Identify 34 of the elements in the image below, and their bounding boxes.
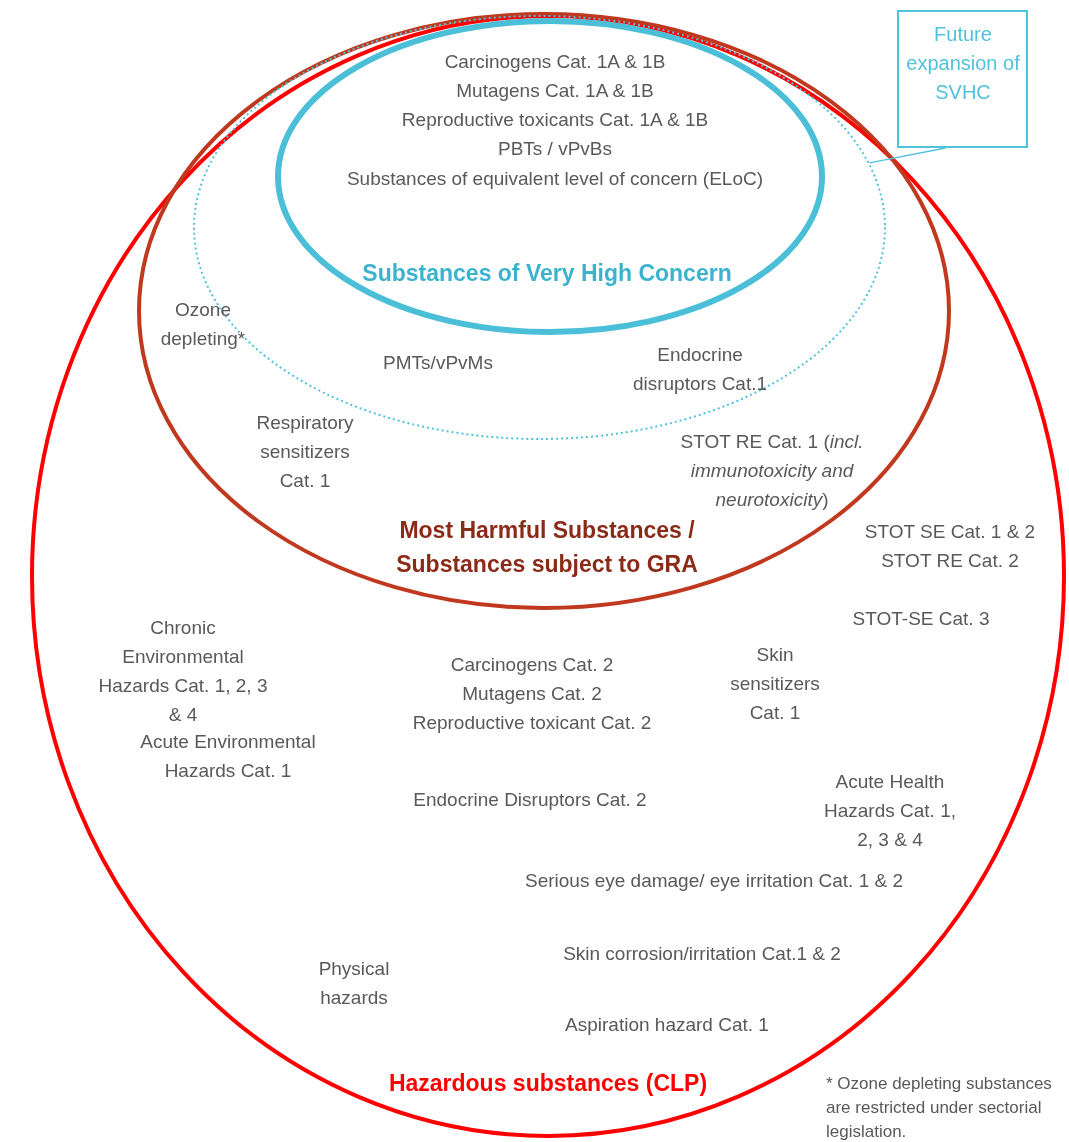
hazard-class-text: Acute Health Hazards Cat. 1, 2, 3 & 4 bbox=[823, 770, 957, 852]
hazard-class-text: Serious eye damage/ eye irritation Cat. 1 & 2 bbox=[523, 869, 905, 893]
ellipse-title: Most Harmful Substances / Substances subject to GRA bbox=[395, 516, 699, 579]
hazard-class-text: Aspiration hazard Cat. 1 bbox=[564, 1013, 770, 1037]
ellipse-title: Hazardous substances (CLP) bbox=[388, 1069, 708, 1098]
hazard-class-text: Chronic Environmental Hazards Cat. 1, 2, 3 & 4 bbox=[97, 616, 269, 727]
hazard-class-text: Physical hazards bbox=[317, 957, 391, 1010]
hazard-class-text: Acute Environmental Hazards Cat. 1 bbox=[139, 730, 317, 783]
substance-list-item: Reproductive toxicants Cat. 1A & 1B bbox=[400, 108, 710, 132]
hazard-class-text: Mutagens Cat. 2 bbox=[461, 682, 603, 706]
footnote: * Ozone depleting substances are restricted under sectorial legislation. bbox=[826, 1073, 1053, 1142]
hazard-class-text: PMTs/vPvMs bbox=[382, 351, 494, 375]
svhc-ellipse bbox=[275, 18, 825, 335]
callout-box bbox=[897, 10, 1028, 148]
hazard-class-text: STOT-SE Cat. 3 bbox=[851, 607, 991, 631]
hazard-class-text: STOT RE Cat. 1 (incl. immunotoxicity and neurotoxicity) bbox=[679, 430, 865, 512]
hazard-class-text: Respiratory sensitizers Cat. 1 bbox=[255, 411, 355, 493]
hazardous-substances-ellipse bbox=[30, 14, 1066, 1138]
substance-list-item: PBTs / vPvBs bbox=[497, 137, 613, 161]
callout-text: Future expansion of SVHC bbox=[905, 22, 1021, 105]
leader-line bbox=[868, 147, 947, 164]
hazard-class-text: Ozone depleting* bbox=[159, 298, 247, 351]
hazard-class-text: Skin corrosion/irritation Cat.1 & 2 bbox=[562, 942, 842, 966]
hazard-class-text: Reproductive toxicant Cat. 2 bbox=[411, 711, 653, 735]
hazard-class-text: STOT SE Cat. 1 & 2 bbox=[863, 520, 1037, 544]
hazard-class-text: Carcinogens Cat. 2 bbox=[449, 653, 615, 677]
hazard-class-text: STOT RE Cat. 2 bbox=[880, 549, 1020, 573]
hazard-class-text: Endocrine Disruptors Cat. 2 bbox=[412, 788, 648, 812]
substance-list-item: Mutagens Cat. 1A & 1B bbox=[455, 79, 655, 103]
substance-list-item: Carcinogens Cat. 1A & 1B bbox=[443, 50, 667, 74]
substance-list-item: Substances of equivalent level of concern (ELoC) bbox=[345, 167, 765, 191]
ellipse-title: Substances of Very High Concern bbox=[361, 259, 733, 288]
hazard-class-text: Skin sensitizers Cat. 1 bbox=[729, 643, 821, 725]
hazard-class-text: Endocrine disruptors Cat.1 bbox=[631, 343, 769, 396]
